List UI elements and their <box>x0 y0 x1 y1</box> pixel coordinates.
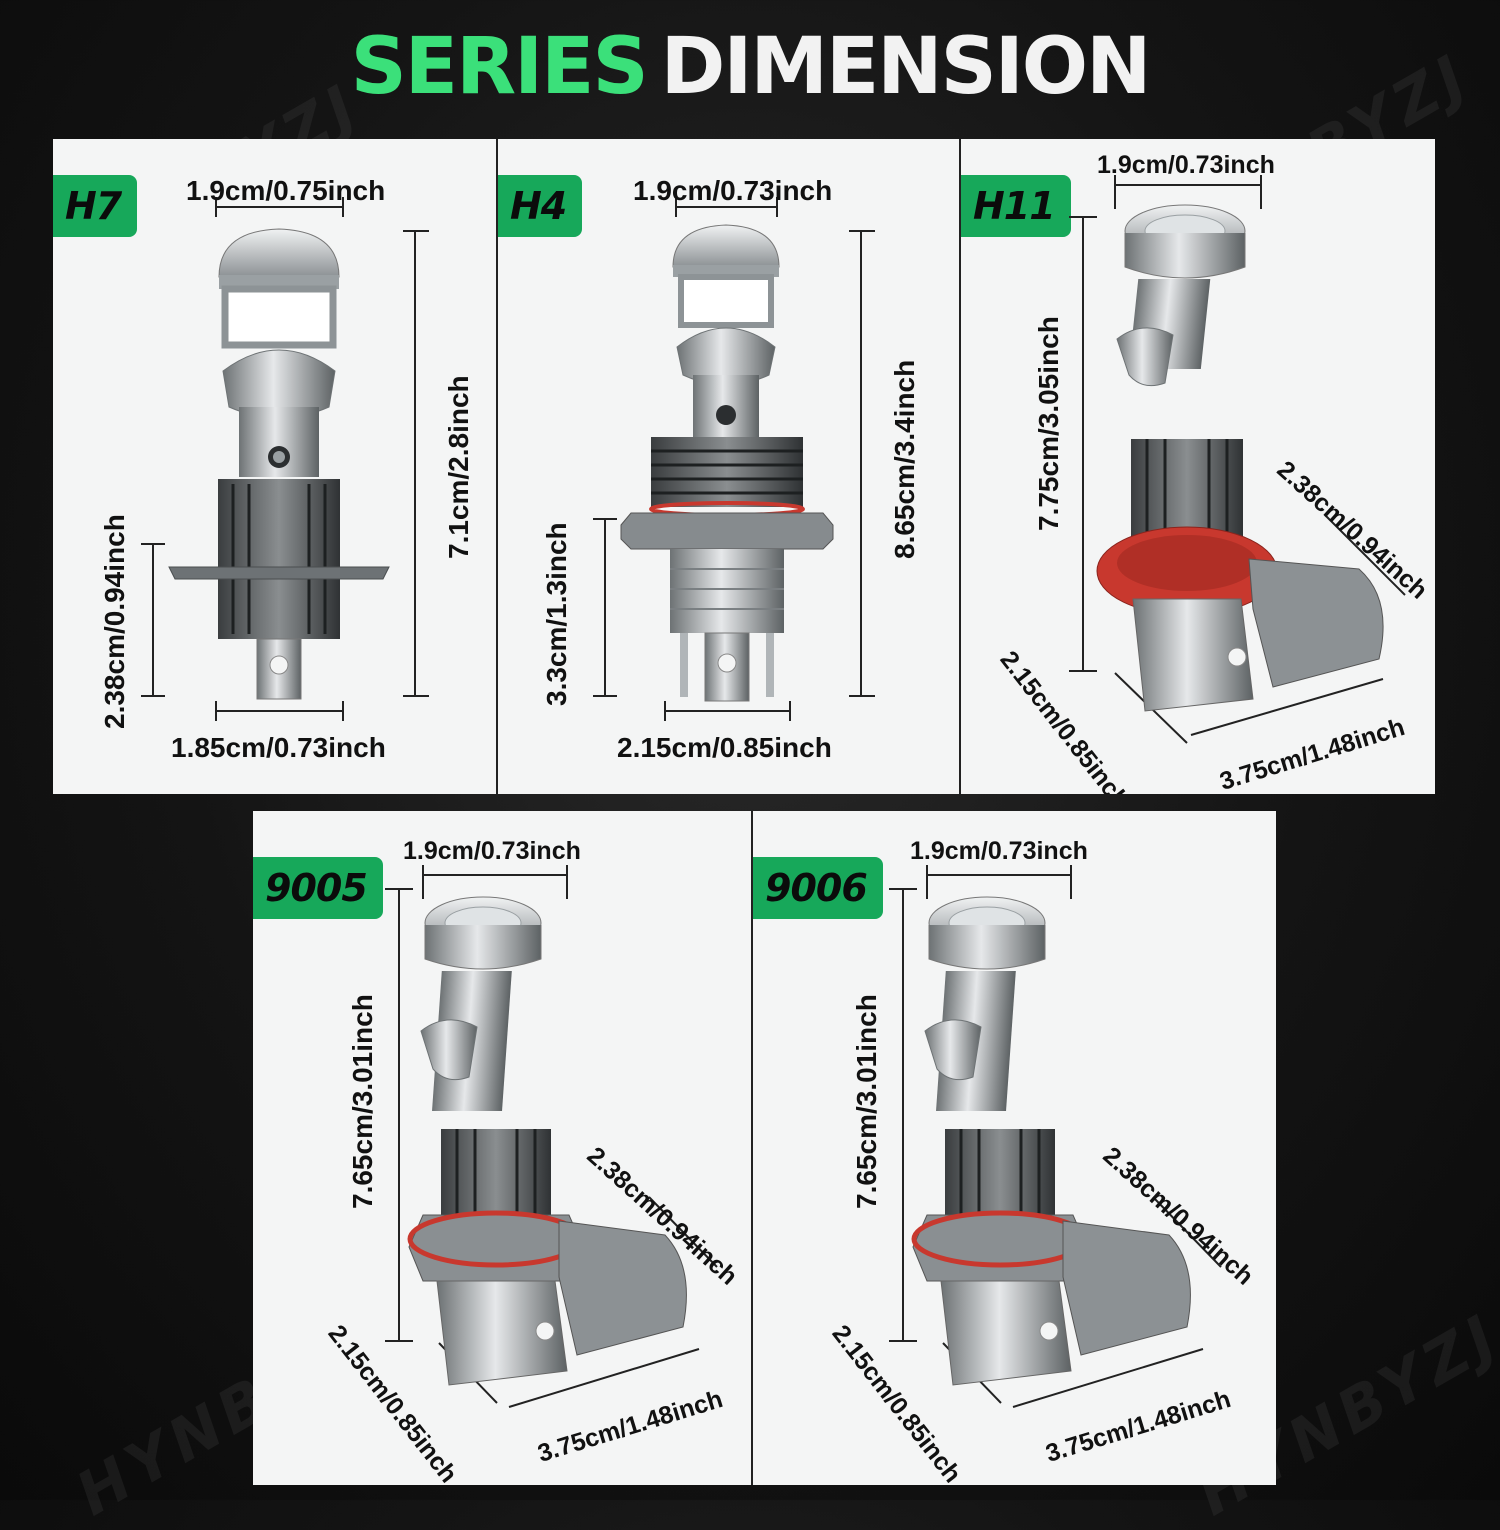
9006-height-label: 7.65cm/3.01inch <box>851 994 882 1209</box>
title-dimension: DIMENSION <box>660 22 1152 112</box>
top-row-panel: H7 <box>53 139 1435 794</box>
bottom-row-panel: 9005 1.9cm/0.7 <box>253 811 1276 1485</box>
model-badge-9006: 9006 <box>753 857 883 919</box>
panel-divider <box>959 139 961 794</box>
model-badge-h7: H7 <box>53 175 138 237</box>
h11-bulb-illustration <box>1069 175 1406 744</box>
model-badge-9005: 9005 <box>253 857 383 919</box>
h7-top-width-label: 1.9cm/0.75inch <box>186 175 386 206</box>
9006-bulb-illustration <box>889 865 1222 1408</box>
h4-top-width-label: 1.9cm/0.73inch <box>633 175 833 206</box>
panel-divider <box>751 811 753 1485</box>
h4-bulb-illustration <box>593 197 875 721</box>
model-badge-h11: H11 <box>961 175 1071 237</box>
h11-top-width-label: 1.9cm/0.73inch <box>1097 151 1275 179</box>
9005-bulb-illustration <box>385 865 718 1408</box>
h4-base-width-label: 2.15cm/0.85inch <box>617 732 832 763</box>
title-series: SERIES <box>350 22 649 112</box>
h7-base-width-label: 1.85cm/0.73inch <box>171 732 386 763</box>
9005-top-width-label: 1.9cm/0.73inch <box>403 837 581 865</box>
model-badge-h4: H4 <box>498 175 583 237</box>
h7-bulb-illustration <box>141 197 429 721</box>
9006-top-width-label: 1.9cm/0.73inch <box>910 837 1088 865</box>
panel-divider <box>496 139 498 794</box>
h11-height-label: 7.75cm/3.05inch <box>1033 316 1064 531</box>
